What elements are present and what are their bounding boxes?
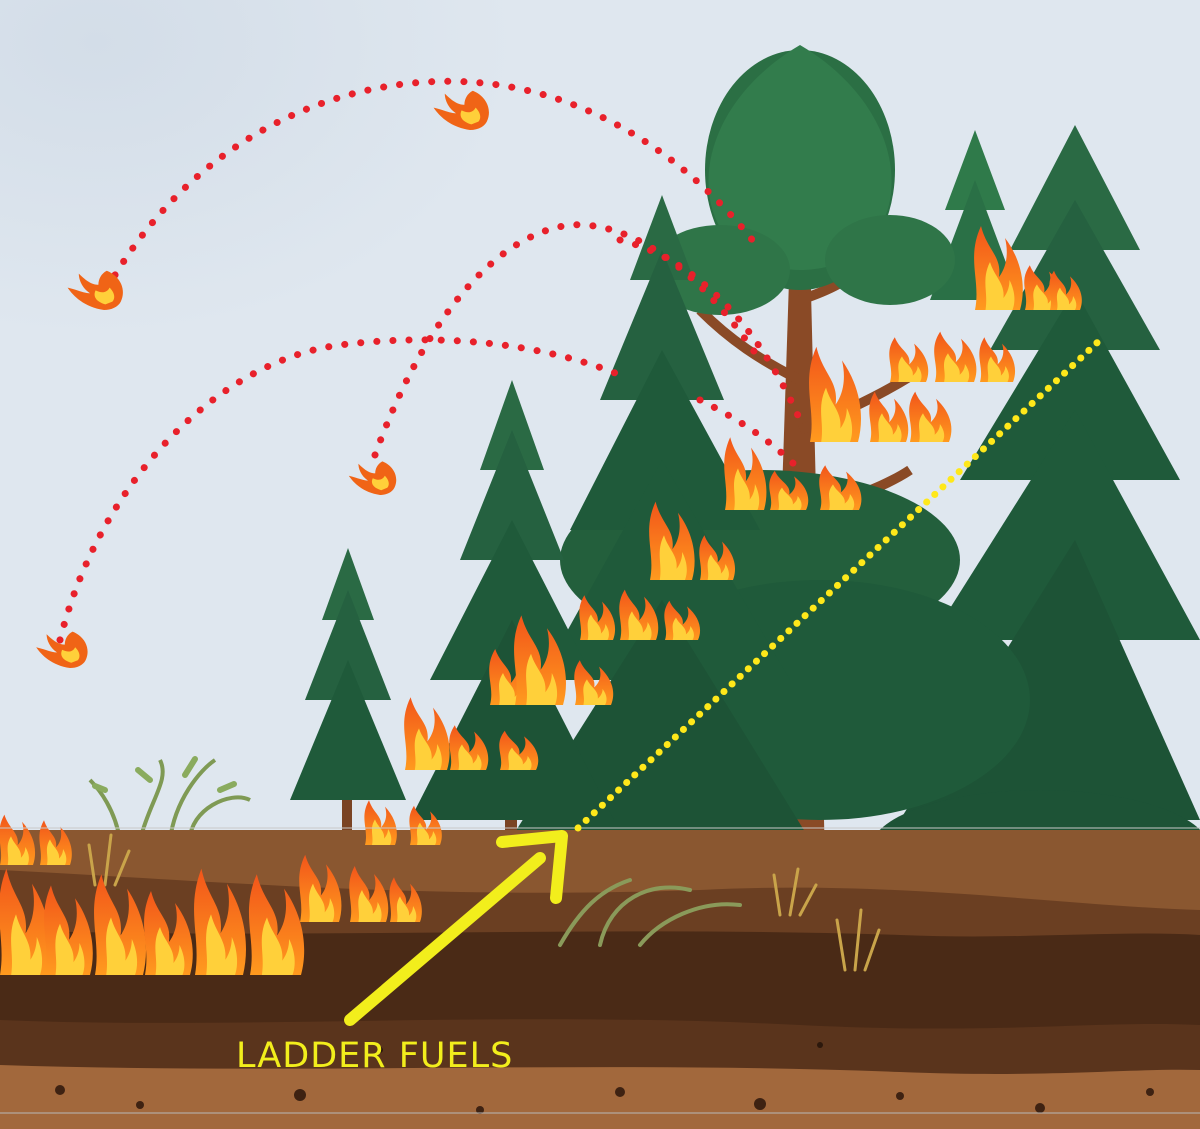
ladder-fuels-label: LADDER FUELS	[236, 1036, 513, 1076]
soil-layers	[0, 830, 1200, 1129]
